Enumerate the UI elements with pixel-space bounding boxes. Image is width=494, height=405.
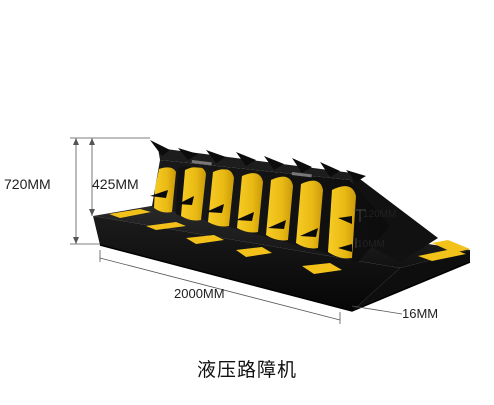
plate-thickness-label: 16MM — [402, 306, 439, 321]
spike-thickness-label: 10MM — [357, 239, 385, 250]
ridge-spikes — [150, 140, 366, 182]
spike-height-label: 120MM — [363, 209, 397, 220]
base-warning-stripes — [109, 209, 470, 274]
blade-warning-stripes — [154, 165, 356, 259]
blade-height-label: 425MM — [92, 176, 139, 192]
total-height-label: 720MM — [4, 176, 51, 192]
length-label: 2000MM — [174, 286, 225, 301]
dimension-lines — [70, 137, 403, 324]
ridge-vents — [191, 160, 312, 178]
front-spikes — [150, 190, 352, 252]
blade-assembly — [150, 140, 438, 262]
product-caption: 液压路障机 — [196, 359, 297, 381]
dimension-arrows — [73, 138, 95, 244]
